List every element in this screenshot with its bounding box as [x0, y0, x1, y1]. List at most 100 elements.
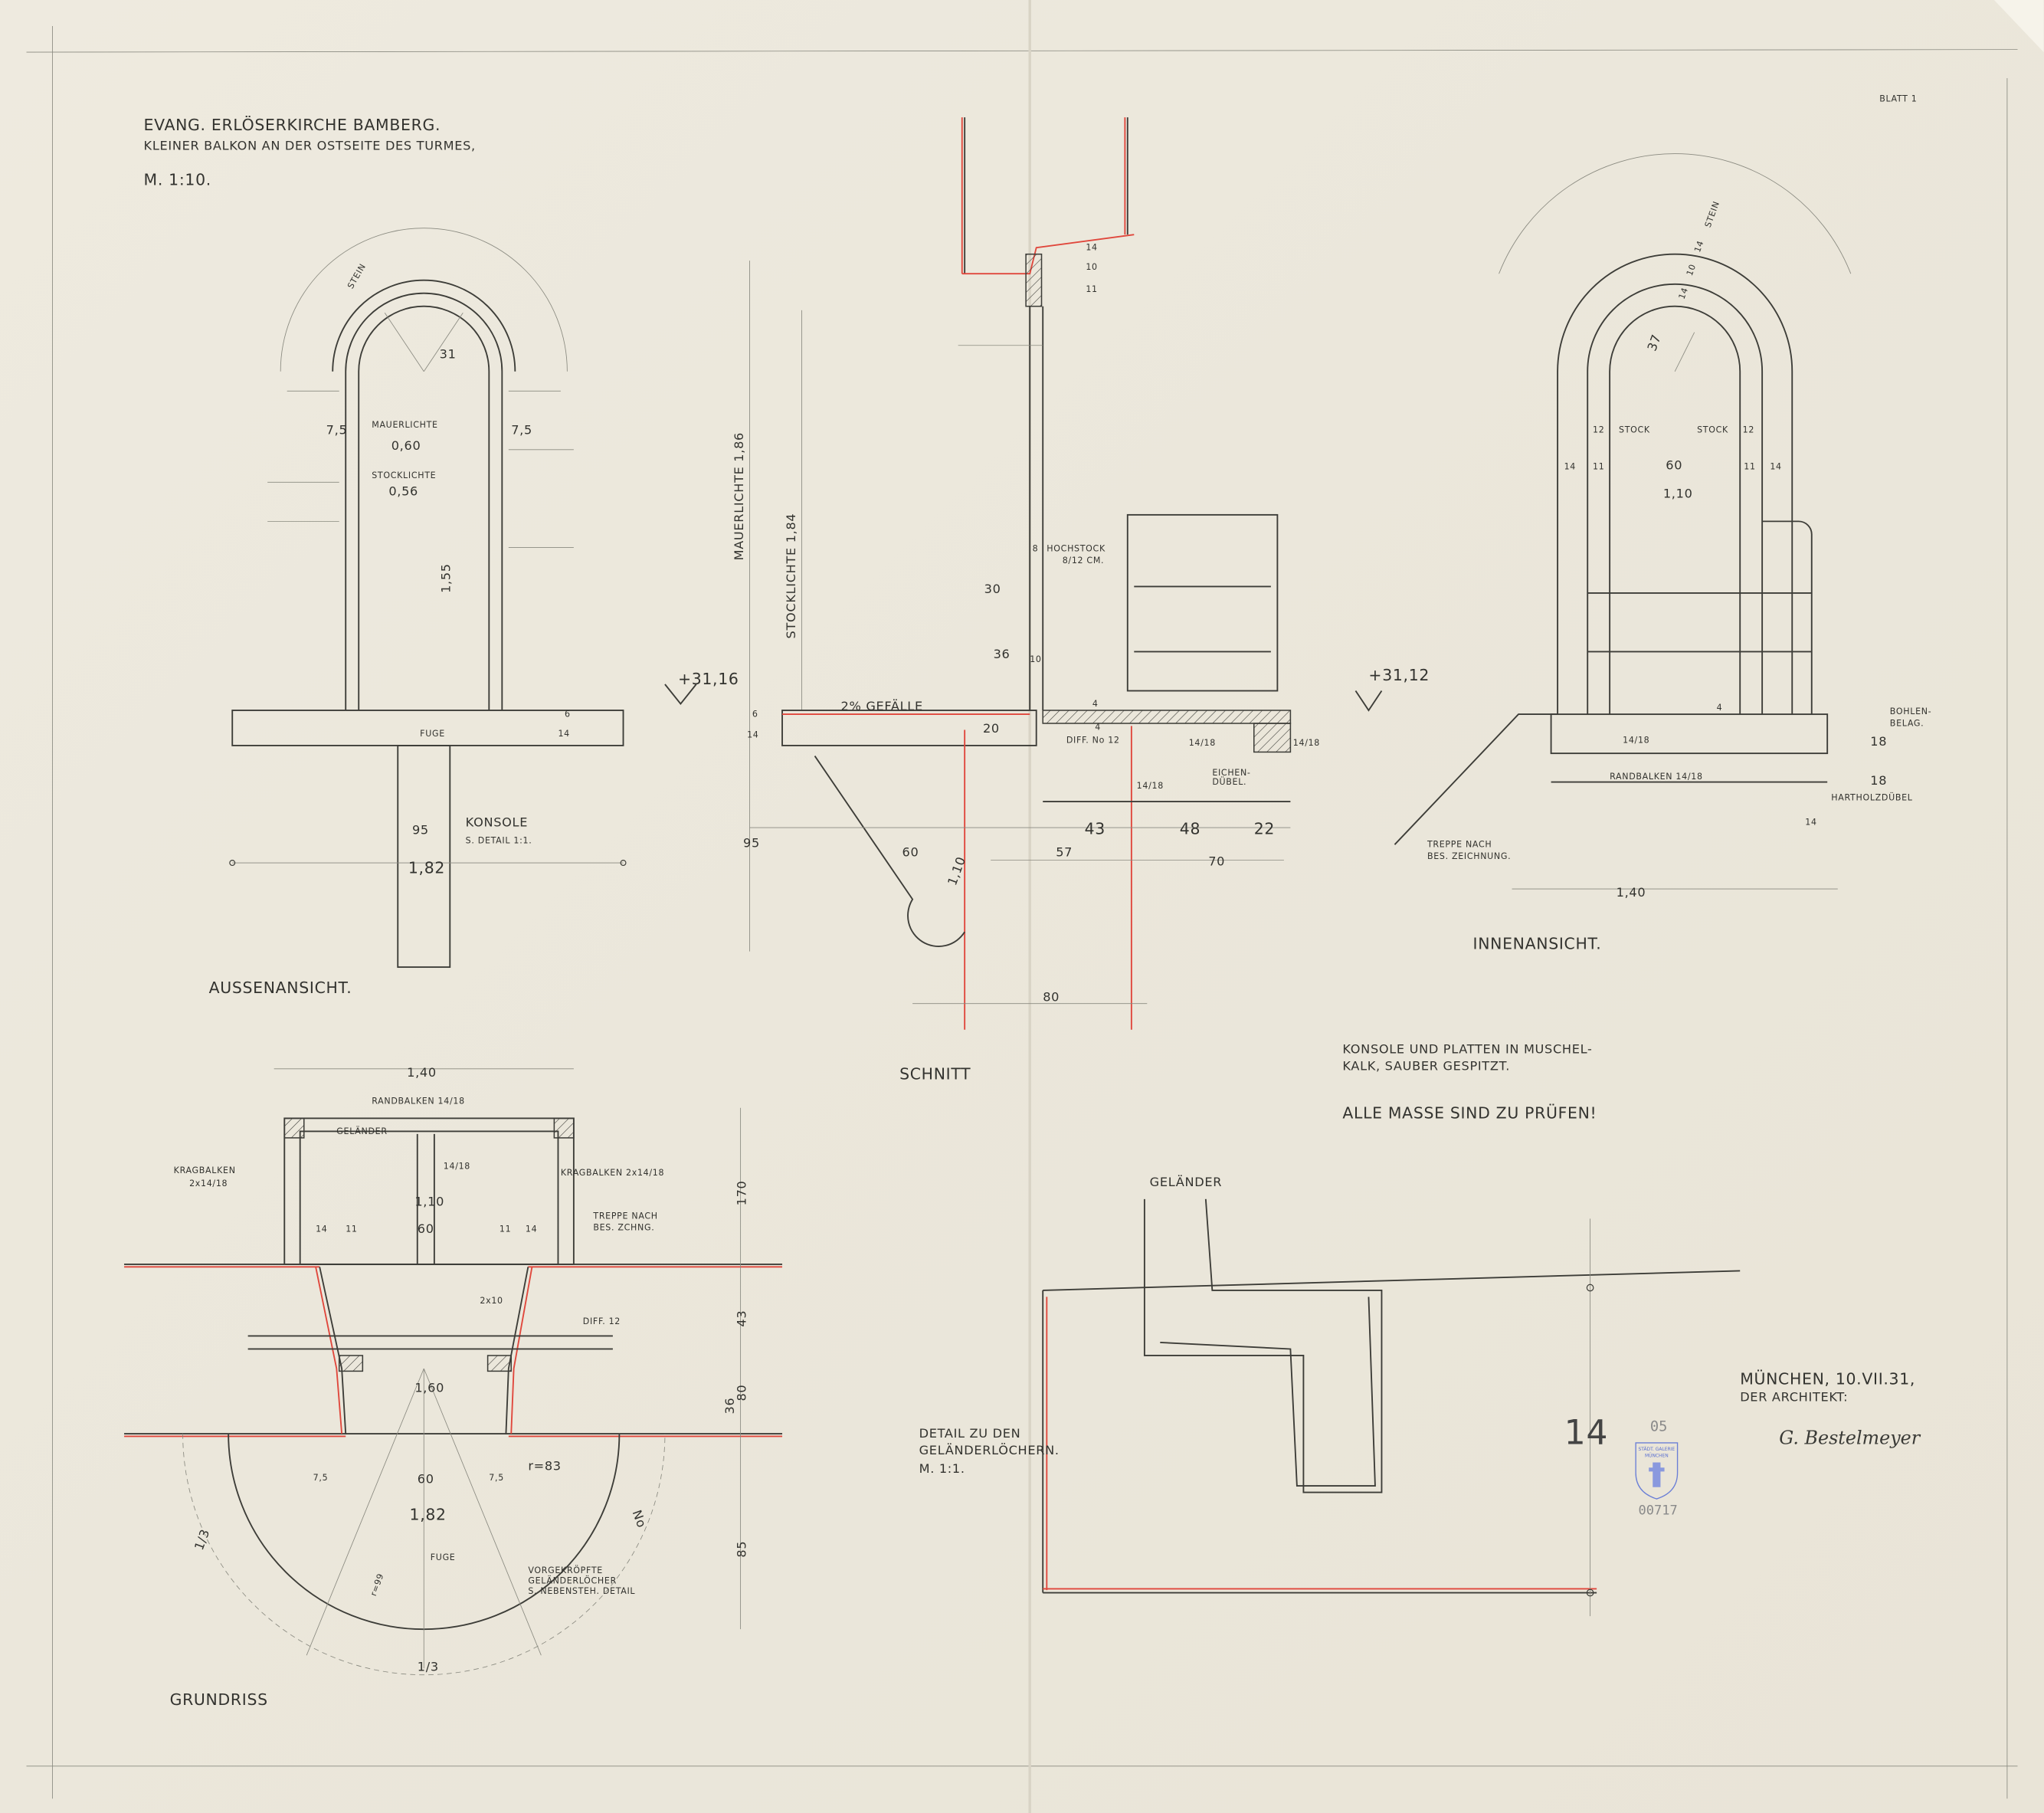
- view-aussenansicht: 7,5 7,5 MAUERLICHTE 0,60 STOCKLICHTE 0,5…: [209, 228, 627, 997]
- dim-label: 7,5: [511, 422, 532, 437]
- dim-label: VORGEKRÖPFTE: [528, 1565, 603, 1575]
- dim-label: 14: [1677, 286, 1690, 300]
- dim-label: KRAGBALKEN: [174, 1166, 236, 1175]
- dim-label: EICHEN-: [1212, 768, 1250, 778]
- detail-railing-label: GELÄNDER: [1150, 1175, 1222, 1189]
- dim-label: 14: [1770, 461, 1781, 471]
- dim-label: BES. ZEICHNUNG.: [1427, 851, 1511, 861]
- dim-label: 7,5: [326, 422, 348, 437]
- sheet-number: BLATT 1: [1879, 94, 1917, 104]
- dim-label: 60: [418, 1472, 434, 1487]
- dim-label: 12: [1593, 425, 1604, 435]
- dim-label: 14: [526, 1224, 537, 1234]
- notes: KONSOLE UND PLATTEN IN MUSCHEL- KALK, SA…: [1342, 1041, 1596, 1122]
- dim-label: 1,60: [414, 1381, 444, 1395]
- dim-label: 14/18: [1137, 781, 1164, 791]
- dim-label: 11: [1744, 461, 1755, 471]
- detail-scale: M. 1:1.: [919, 1461, 965, 1476]
- dim-label: 36: [722, 1398, 737, 1415]
- dim-label: 10: [1086, 262, 1097, 272]
- dim-label: TREPPE NACH: [1427, 840, 1492, 850]
- dim-label: 10: [1030, 654, 1041, 664]
- dim-label: 36: [994, 647, 1011, 661]
- dim-label: 14: [1564, 461, 1576, 471]
- view-innenansicht: +31,12 1,40 60 1,10 12 STOCK STOCK 12 14…: [1354, 153, 1932, 952]
- detail-title-1: DETAIL ZU DEN: [919, 1426, 1021, 1441]
- dim-label: KONSOLE: [466, 815, 528, 829]
- dim-label: 43: [1085, 820, 1106, 838]
- detail-dimension: 14: [1564, 1414, 1609, 1453]
- architect-role: DER ARCHITEKT:: [1740, 1390, 1848, 1405]
- dim-label: BELAG.: [1890, 718, 1924, 728]
- collection-stamp: 05 STÄDT. GALERIE MÜNCHEN 00717: [1635, 1419, 1679, 1518]
- dim-label: 60: [1666, 457, 1682, 472]
- view-detail-railing-holes: GELÄNDER 14 DETAIL ZU DEN GELÄNDERLÖCHER…: [919, 1175, 1741, 1617]
- dim-label: 48: [1180, 820, 1201, 838]
- stamp-inventory-number: 00717: [1639, 1503, 1678, 1518]
- dim-label: 10: [1685, 263, 1698, 277]
- level-mark-innen: +31,12: [1368, 666, 1430, 684]
- dim-label: 4: [1092, 699, 1099, 709]
- dim-label: STOCK: [1619, 425, 1650, 435]
- note-material-1: KONSOLE UND PLATTEN IN MUSCHEL-: [1342, 1041, 1592, 1056]
- title-scale: M. 1:10.: [144, 171, 211, 189]
- dim-label: 11: [346, 1224, 357, 1234]
- dim-label: RANDBALKEN 14/18: [372, 1097, 465, 1106]
- dim-label: 1,82: [410, 1505, 447, 1523]
- stamp-shield-icon: [1635, 1442, 1679, 1500]
- dim-label: 57: [1056, 845, 1073, 860]
- dim-label: FUGE: [431, 1552, 456, 1562]
- dim-label: 30: [984, 582, 1001, 596]
- dim-label: 2% GEFÄLLE: [841, 699, 923, 713]
- dim-label: r=83: [528, 1459, 561, 1474]
- dim-label: FUGE: [420, 729, 445, 739]
- dim-label: 1,40: [1617, 885, 1646, 900]
- dim-label: 14: [747, 730, 758, 740]
- dim-label: DIFF. No 12: [1066, 736, 1120, 746]
- dim-label: 14/18: [1189, 738, 1216, 748]
- dim-label: HARTHOLZDÜBEL: [1831, 792, 1913, 802]
- dim-label: 1,10: [414, 1194, 444, 1208]
- dim-label: 22: [1254, 820, 1275, 838]
- dim-label: DÜBEL.: [1212, 777, 1246, 787]
- view-label-aussenansicht: AUSSENANSICHT.: [209, 979, 352, 997]
- view-grundriss: 1,40 RANDBALKEN 14/18 GELÄNDER 14/18 KRA…: [124, 1065, 783, 1709]
- level-mark-schnitt: +31,16: [678, 670, 739, 688]
- place-date: MÜNCHEN, 10.VII.31,: [1740, 1369, 1915, 1388]
- dim-label: 60: [418, 1221, 434, 1236]
- dim-label: 11: [1086, 284, 1097, 294]
- dim-label: 14: [1805, 818, 1816, 828]
- dim-label: BOHLEN-: [1890, 707, 1932, 716]
- view-schnitt: +31,16 MAUERLICHTE 1,86 STOCKLICHTE 1,84…: [664, 117, 1319, 1083]
- view-label-schnitt: SCHNITT: [899, 1064, 971, 1083]
- dim-label: GELÄNDERLÖCHER: [528, 1576, 617, 1586]
- dim-label: RANDBALKEN 14/18: [1610, 772, 1703, 782]
- dim-label: MAUERLICHTE 1,86: [732, 432, 746, 560]
- dim-label: 6: [565, 710, 571, 720]
- dim-label: 95: [743, 836, 760, 851]
- dim-label: 6: [752, 710, 758, 720]
- dim-label: 2x14/18: [189, 1179, 228, 1188]
- dim-label: 0,56: [388, 484, 418, 498]
- dim-label: 11: [500, 1224, 511, 1234]
- dim-label: 4: [1095, 723, 1101, 733]
- dim-label: 12: [1743, 425, 1754, 435]
- dim-label: 7,5: [489, 1473, 504, 1483]
- dim-label: 1,55: [438, 563, 453, 593]
- architect-signature: G. Bestelmeyer: [1779, 1428, 1921, 1449]
- dim-label: STEIN: [1703, 200, 1721, 229]
- dim-label: 1,10: [1663, 487, 1693, 501]
- view-label-grundriss: GRUNDRISS: [170, 1690, 268, 1709]
- note-material-2: KALK, SAUBER GESPITZT.: [1342, 1058, 1510, 1073]
- dim-label: 1,40: [407, 1065, 437, 1080]
- dim-label: 170: [734, 1181, 748, 1206]
- muenchner-kindl-icon: [1649, 1462, 1665, 1487]
- dim-label: 1/3: [192, 1527, 212, 1552]
- dim-label: MAUERLICHTE: [372, 420, 437, 430]
- dim-label: GELÄNDER: [336, 1126, 387, 1136]
- dim-label: 60: [902, 845, 919, 860]
- dim-label: 14: [1086, 243, 1097, 253]
- dim-label: S. DETAIL 1:1.: [466, 836, 532, 846]
